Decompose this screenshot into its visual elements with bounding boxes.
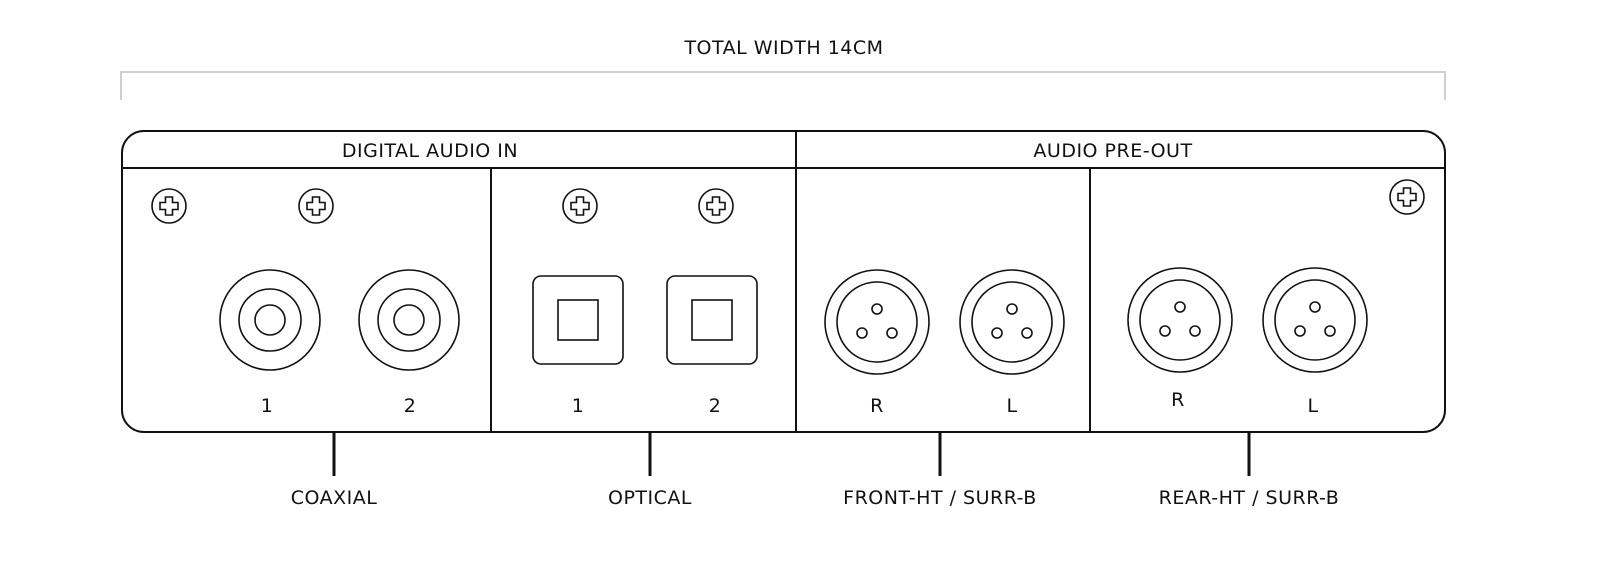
coaxial-jack-1 xyxy=(219,269,321,371)
rear-group-label: REAR-HT / SURR-B xyxy=(1159,487,1340,509)
total-width-label: TOTAL WIDTH 14CM xyxy=(683,37,883,59)
xlr-front-r xyxy=(824,269,930,375)
screw-icon xyxy=(298,188,334,224)
rear-label-r: R xyxy=(1171,389,1185,411)
screw-icon xyxy=(151,188,187,224)
optical-label-1: 1 xyxy=(572,395,585,417)
front-label-r: R xyxy=(870,395,884,417)
panel-outline xyxy=(121,130,1446,433)
screw-icon xyxy=(698,188,734,224)
xlr-rear-l xyxy=(1262,267,1368,373)
coaxial-label-2: 2 xyxy=(404,395,417,417)
front-group-label: FRONT-HT / SURR-B xyxy=(843,487,1037,509)
xlr-rear-r xyxy=(1127,267,1233,373)
section-audio-pre-out: AUDIO PRE-OUT xyxy=(1033,140,1192,162)
front-label-l: L xyxy=(1006,395,1017,417)
optical-port-2 xyxy=(666,275,758,365)
optical-port-1 xyxy=(532,275,624,365)
screw-icon xyxy=(1389,179,1425,215)
optical-label-2: 2 xyxy=(709,395,722,417)
coaxial-label-1: 1 xyxy=(261,395,274,417)
width-bracket xyxy=(120,71,1446,100)
optical-group-label: OPTICAL xyxy=(608,487,692,509)
coaxial-jack-2 xyxy=(358,269,460,371)
rear-label-l: L xyxy=(1307,395,1318,417)
xlr-front-l xyxy=(959,269,1065,375)
coaxial-group-label: COAXIAL xyxy=(291,487,378,509)
screw-icon xyxy=(562,188,598,224)
section-digital-audio-in: DIGITAL AUDIO IN xyxy=(342,140,518,162)
